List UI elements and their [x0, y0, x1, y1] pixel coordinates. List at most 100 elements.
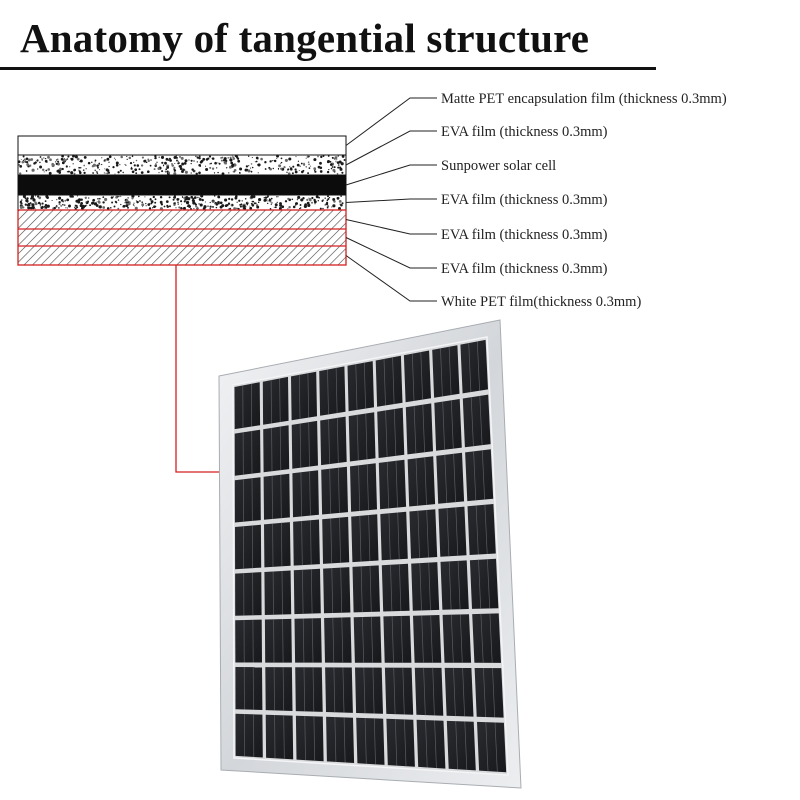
layer-label-2: EVA film (thickness 0.3mm) [441, 124, 608, 140]
solar-cell [322, 516, 350, 564]
solar-cell [462, 394, 491, 448]
solar-cell [411, 562, 440, 611]
leader-line-6 [345, 237, 437, 269]
solar-cell [440, 560, 469, 610]
solar-cell [405, 403, 433, 455]
solar-cell [432, 345, 460, 398]
layer-fill [18, 210, 346, 229]
leader-line-3 [345, 164, 437, 186]
layer-label-7: White PET film(thickness 0.3mm) [441, 294, 641, 310]
solar-cell [264, 522, 291, 568]
solar-cell [347, 361, 374, 412]
solar-cell [474, 667, 504, 718]
solar-cell [383, 615, 412, 663]
solar-cell [234, 429, 261, 476]
solar-cell [235, 572, 262, 616]
solar-cell [477, 721, 507, 773]
solar-cell [320, 416, 347, 466]
solar-cell [263, 425, 290, 473]
panel-inner-lip [232, 336, 509, 776]
layer-2 [17, 154, 347, 176]
solar-cell [235, 666, 263, 710]
solar-cell [324, 617, 352, 663]
solar-panel [218, 319, 522, 789]
solar-cell [292, 470, 319, 518]
solar-cell [293, 568, 321, 615]
leader-line-5 [345, 219, 437, 235]
red-callout [175, 265, 222, 473]
solar-cell [436, 452, 465, 504]
solar-cell [381, 563, 410, 612]
solar-cell [442, 614, 472, 663]
solar-cell [291, 371, 317, 421]
solar-cell [235, 524, 262, 570]
layer-3 [17, 174, 347, 196]
solar-cell [265, 714, 294, 760]
solar-cell [446, 720, 476, 771]
solar-cell [403, 350, 431, 403]
solar-cell [465, 449, 494, 502]
layer-label-3: Sunpower solar cell [441, 158, 556, 174]
solar-cell [353, 616, 382, 663]
layer-5 [17, 209, 347, 230]
solar-cell [348, 412, 376, 462]
layer-label-5: EVA film (thickness 0.3mm) [441, 227, 608, 243]
solar-cell [350, 463, 377, 512]
solar-cell [351, 514, 379, 563]
solar-cell [416, 719, 446, 769]
solar-cell [352, 565, 380, 613]
solar-cell [295, 715, 324, 762]
solar-cell [378, 459, 407, 510]
leader-line-2 [345, 130, 437, 166]
leader-lines [345, 97, 437, 302]
solar-cell [264, 570, 292, 615]
solar-cell [377, 407, 405, 458]
solar-cell [356, 717, 385, 765]
solar-cell [263, 473, 290, 520]
solar-cell [262, 376, 289, 425]
leader-line-4 [345, 198, 437, 203]
solar-cell [234, 382, 261, 430]
solar-cell [264, 618, 292, 663]
layer-1 [17, 135, 347, 156]
layer-label-6: EVA film (thickness 0.3mm) [441, 261, 608, 277]
layer-stack [17, 135, 347, 266]
layer-label-4: EVA film (thickness 0.3mm) [441, 192, 608, 208]
solar-cell [326, 716, 355, 763]
solar-cell [325, 667, 353, 713]
solar-cell [386, 718, 415, 767]
layer-labels: Matte PET encapsulation film (thickness … [441, 91, 727, 310]
solar-cell [384, 667, 414, 715]
solar-cell [235, 713, 263, 758]
solar-cell [293, 519, 320, 566]
solar-cell [319, 366, 346, 416]
solar-cell [323, 567, 351, 614]
layer-fill [18, 246, 346, 265]
solar-cell [295, 667, 323, 712]
solar-cell [434, 399, 462, 451]
solar-cell [472, 613, 501, 663]
solar-cell [407, 456, 436, 507]
layer-label-1: Matte PET encapsulation film (thickness … [441, 91, 727, 107]
layer-fill [18, 175, 346, 195]
solar-cell [444, 667, 474, 717]
solar-cell [291, 420, 318, 469]
solar-cell [413, 615, 442, 663]
solar-cell [355, 667, 383, 714]
solar-cell [409, 509, 438, 559]
callout-line [175, 265, 222, 473]
title-underline [0, 67, 656, 70]
solar-cell [375, 355, 403, 407]
solar-cell [294, 618, 322, 663]
solar-cell [234, 477, 261, 523]
layer-7 [17, 245, 347, 266]
layer-fill [18, 229, 346, 246]
solar-cell [467, 504, 496, 555]
layer-fill [18, 136, 346, 155]
solar-cell [438, 506, 467, 557]
solar-cell [414, 667, 444, 716]
diagram-title: Anatomy of tangential structure [20, 15, 590, 61]
solar-cell [469, 558, 499, 609]
